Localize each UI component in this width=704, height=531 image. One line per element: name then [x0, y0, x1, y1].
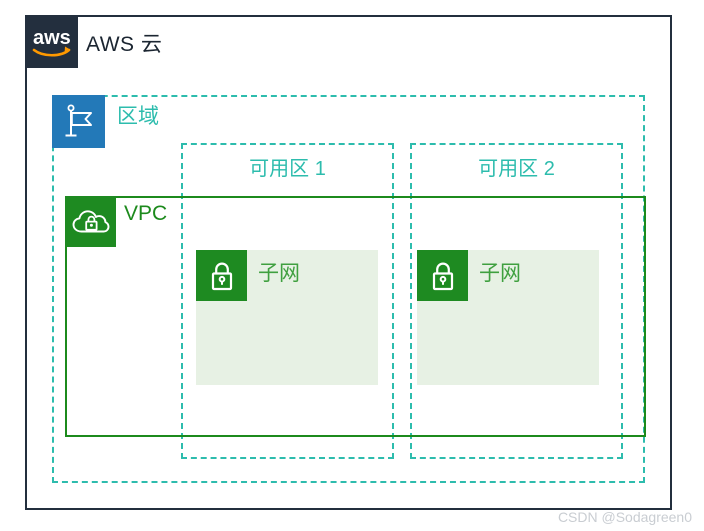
subnet-1-label: 子网 [258, 262, 300, 285]
region-label: 区域 [117, 105, 159, 128]
watermark: CSDN @Sodagreen0 [557, 509, 692, 525]
subnet-2-block: 子网 [417, 250, 599, 385]
padlock-icon [196, 250, 247, 301]
svg-text:aws: aws [33, 27, 71, 49]
aws-logo-icon: aws [25, 15, 78, 68]
cloud-lock-icon [65, 196, 116, 247]
subnet-1-block: 子网 [196, 250, 378, 385]
subnet-2-label: 子网 [479, 262, 521, 285]
vpc-container [65, 196, 646, 437]
availability-zone-2-container [410, 143, 623, 459]
vpc-label: VPC [124, 202, 168, 225]
availability-zone-1-container [181, 143, 394, 459]
aws-cloud-title: AWS 云 [86, 33, 163, 56]
availability-zone-1-label: 可用区 1 [249, 158, 326, 180]
flag-icon [52, 95, 105, 148]
padlock-icon [417, 250, 468, 301]
availability-zone-2-label: 可用区 2 [478, 158, 555, 180]
